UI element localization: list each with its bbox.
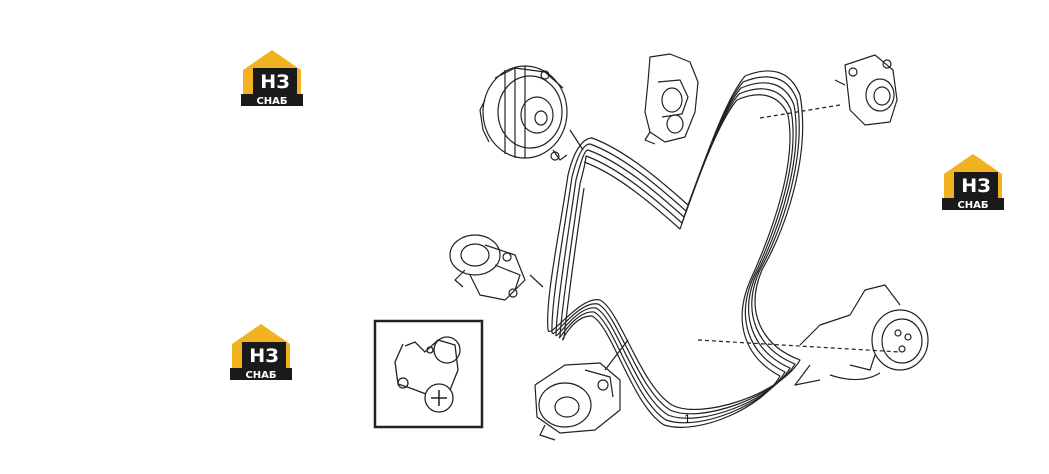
alternator [479,65,584,161]
brand-logo: НЗ СНАБ [230,322,292,381]
logo-main-text: НЗ [961,175,990,197]
brand-logo: НЗ СНАБ [241,48,303,107]
crankshaft-pulley [794,284,929,386]
serpentine-belt [547,70,804,428]
top-right-pulley-bracket [834,54,898,126]
leader-line-bottom [697,339,901,353]
brand-logo: НЗ СНАБ [942,152,1004,211]
tensioner-leader [604,339,629,371]
water-pump [449,234,544,301]
belt-callout-number: 1 [684,412,691,426]
logo-main-text: НЗ [249,345,278,367]
logo-sub-text: СНАБ [957,200,988,210]
logo-main-text: НЗ [260,71,289,93]
routing-inset [373,319,484,429]
leader-line-top [759,104,841,119]
logo-sub-text: СНАБ [245,370,276,380]
belt-tensioner [534,362,621,441]
logo-sub-text: СНАБ [256,96,287,106]
idler-bracket [644,53,699,145]
